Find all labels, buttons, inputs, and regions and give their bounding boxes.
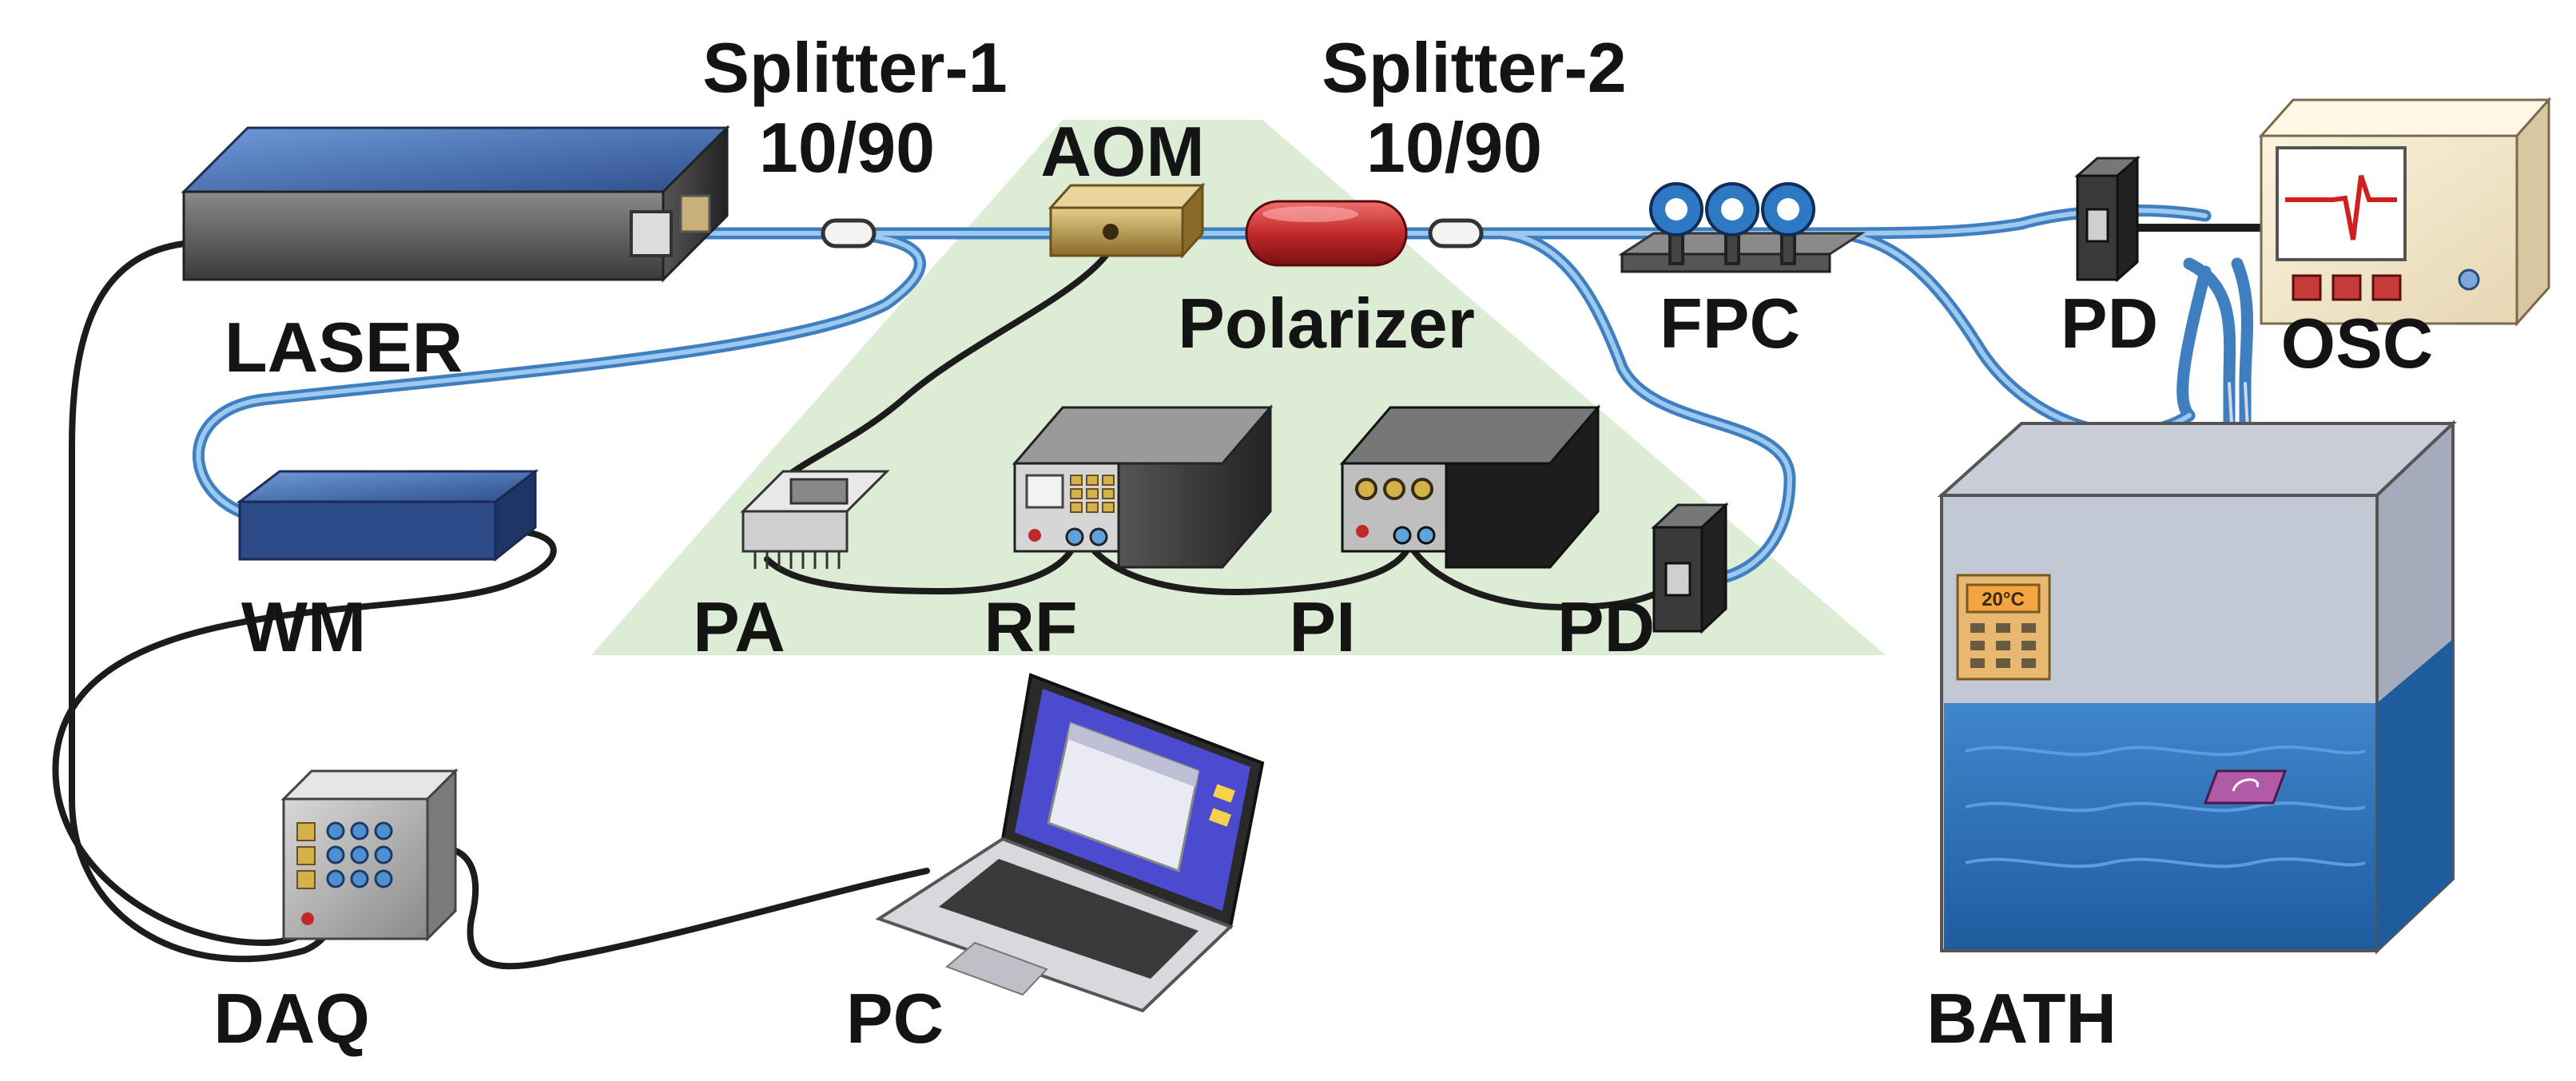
bath-display (1966, 583, 2041, 614)
osc-trace-icon (2285, 175, 2397, 240)
label-rf: RF (984, 587, 1077, 666)
label-pc: PC (846, 979, 944, 1058)
label-splitter-1: Splitter-1 (702, 28, 1007, 107)
water-bath: 20°C (1937, 419, 2458, 955)
label-splitter-2-ratio: 10/90 (1366, 108, 1542, 187)
laser-unit (181, 125, 730, 283)
label-laser: LASER (225, 308, 463, 387)
fpc-device (1617, 182, 1866, 273)
label-pa: PA (693, 587, 785, 666)
polarizer-device (1245, 200, 1408, 267)
photodetector-bottom (1651, 502, 1729, 634)
pi-controller (1339, 403, 1601, 569)
wavemeter-unit (236, 468, 539, 562)
laser-port-icon (630, 210, 673, 257)
labels: Splitter-1 10/90 AOM Splitter-2 10/90 Po… (213, 28, 2433, 1058)
label-splitter-1-ratio: 10/90 (759, 108, 935, 187)
oscilloscope (2258, 97, 2552, 327)
label-fpc: FPC (1660, 284, 1800, 363)
label-splitter-2: Splitter-2 (1322, 28, 1626, 107)
label-polarizer: Polarizer (1178, 284, 1475, 363)
splitter-1 (821, 218, 877, 248)
sensor-chip (2203, 769, 2288, 805)
daq-unit (280, 768, 459, 942)
osc-screen (2276, 146, 2407, 261)
rf-generator (1012, 403, 1274, 569)
laptop-pc (875, 673, 1265, 1013)
power-amplifier (740, 470, 890, 569)
label-aom: AOM (1040, 112, 1204, 191)
label-pd-bottom: PD (1557, 587, 1655, 666)
label-daq: DAQ (213, 979, 370, 1058)
aom-device (1047, 182, 1206, 259)
bath-water (1944, 703, 2375, 949)
bath-temperature-text: 20°C (1982, 589, 2025, 610)
label-bath: BATH (1926, 979, 2117, 1058)
label-osc: OSC (2281, 304, 2434, 383)
label-pi: PI (1289, 587, 1355, 666)
label-wm: WM (241, 587, 366, 666)
splitter-2 (1428, 218, 1484, 248)
photodetector-top (2074, 155, 2141, 283)
label-pd-top: PD (2061, 284, 2158, 363)
